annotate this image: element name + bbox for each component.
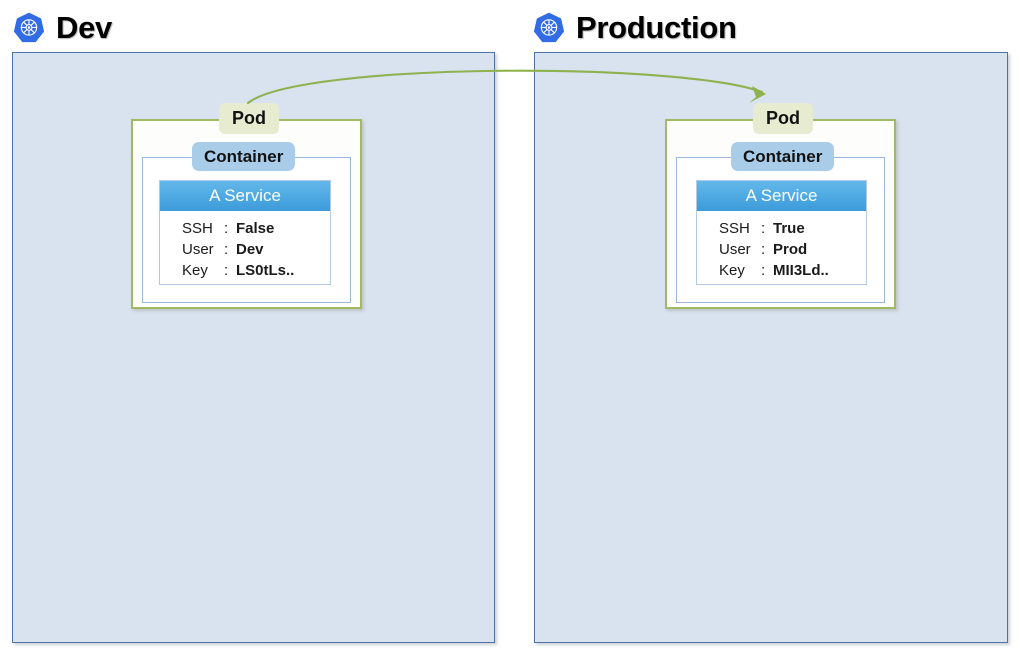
property-key: User (719, 241, 751, 258)
pod-label-prod: Pod (753, 103, 813, 134)
property-value: True (773, 220, 805, 237)
service-card-prod[interactable]: A Service SSH : True User : Prod Key : M… (696, 180, 867, 285)
property-colon: : (224, 262, 229, 279)
property-colon: : (761, 262, 766, 279)
env-header-prod: Production (532, 8, 737, 48)
service-properties-prod: SSH : True User : Prod Key : MII3Ld.. (697, 211, 866, 281)
property-value: Prod (773, 241, 808, 258)
service-title-dev: A Service (160, 181, 330, 211)
kubernetes-icon (13, 12, 45, 43)
env-header-dev: Dev (12, 8, 112, 48)
property-key: Key (719, 262, 745, 279)
property-key: SSH (719, 220, 750, 237)
service-title-prod: A Service (697, 181, 866, 211)
service-card-dev[interactable]: A Service SSH : False User : Dev Key : L… (159, 180, 331, 285)
property-row: SSH : True (719, 219, 866, 239)
property-row: Key : MII3Ld.. (719, 261, 866, 281)
property-colon: : (761, 241, 766, 258)
property-row: SSH : False (182, 219, 330, 239)
property-value: MII3Ld.. (773, 262, 829, 279)
env-title-prod: Production (576, 10, 737, 45)
kubernetes-icon (533, 12, 565, 43)
property-colon: : (224, 220, 229, 237)
property-row: User : Dev (182, 240, 330, 260)
pod-label-dev: Pod (219, 103, 279, 134)
property-value: False (236, 220, 275, 237)
env-title-dev: Dev (56, 10, 112, 45)
container-label-prod: Container (731, 142, 835, 171)
property-colon: : (761, 220, 766, 237)
property-key: Key (182, 262, 208, 279)
property-row: Key : LS0tLs.. (182, 261, 330, 281)
service-properties-dev: SSH : False User : Dev Key : LS0tLs.. (160, 211, 330, 281)
property-key: SSH (182, 220, 213, 237)
property-colon: : (224, 241, 229, 258)
property-key: User (182, 241, 214, 258)
property-value: Dev (236, 241, 264, 258)
property-row: User : Prod (719, 240, 866, 260)
container-label-dev: Container (192, 142, 296, 171)
property-value: LS0tLs.. (236, 262, 295, 279)
